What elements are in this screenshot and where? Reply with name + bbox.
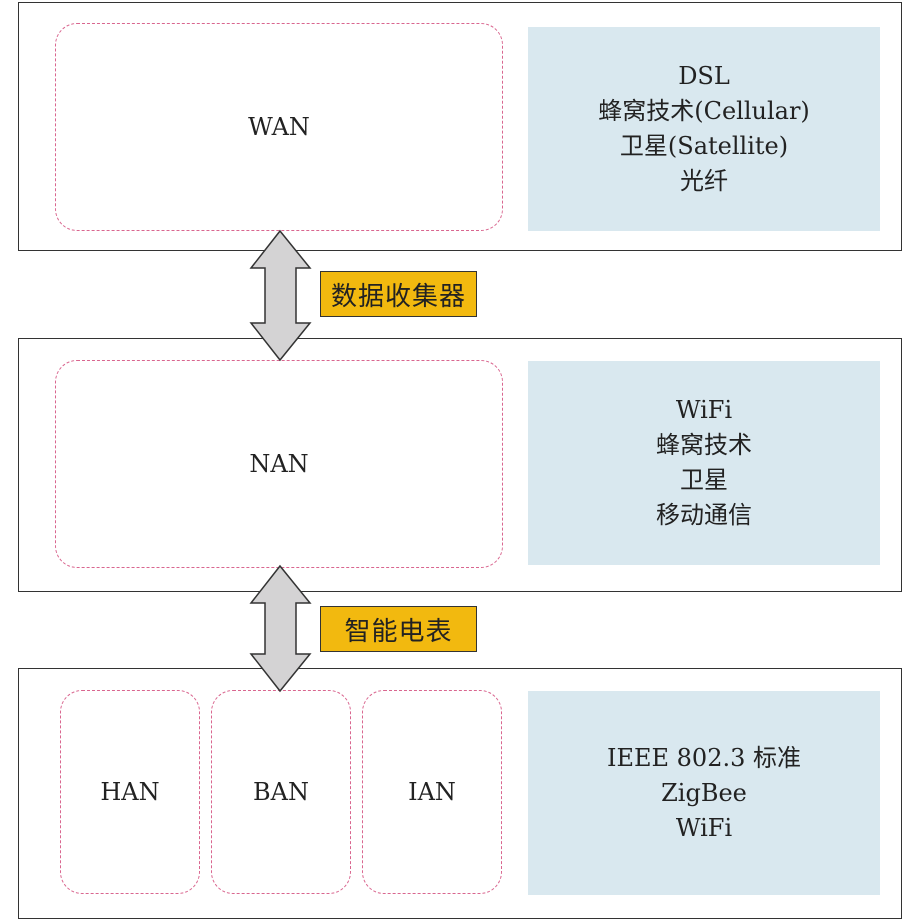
tech-item: 蜂窝技术 [656,431,752,459]
ian-zone: IAN [362,690,502,894]
zone-label: BAN [253,778,309,806]
double-arrow-icon [249,229,312,362]
zone-label: NAN [249,450,309,478]
tag-label: 智能电表 [344,616,453,647]
wan-tech-panel: DSL 蜂窝技术(Cellular) 卫星(Satellite) 光纤 [528,27,880,231]
tech-item: WiFi [675,396,733,424]
local-tech-panel: IEEE 802.3 标准 ZigBee WiFi [528,691,880,895]
double-arrow-icon [249,564,312,693]
smart-meter-tag: 智能电表 [320,606,477,652]
tag-label: 数据收集器 [330,281,466,312]
wan-zone: WAN [55,23,503,231]
tech-item: ZigBee [661,778,747,807]
tech-item: 移动通信 [656,501,752,529]
tech-item: WiFi [675,813,733,842]
zone-label: HAN [100,778,160,806]
zone-label: IAN [408,778,456,806]
data-collector-tag: 数据收集器 [320,271,477,317]
tech-item: 蜂窝技术(Cellular) [598,97,810,125]
zone-label: WAN [248,113,310,141]
han-zone: HAN [60,690,200,894]
nan-tech-panel: WiFi 蜂窝技术 卫星 移动通信 [528,361,880,565]
tech-item: 卫星 [680,466,728,494]
tech-item: IEEE 802.3 标准 [606,743,801,772]
tech-item: DSL [678,62,730,90]
tech-item: 卫星(Satellite) [619,132,789,160]
tech-item: 光纤 [680,167,728,195]
